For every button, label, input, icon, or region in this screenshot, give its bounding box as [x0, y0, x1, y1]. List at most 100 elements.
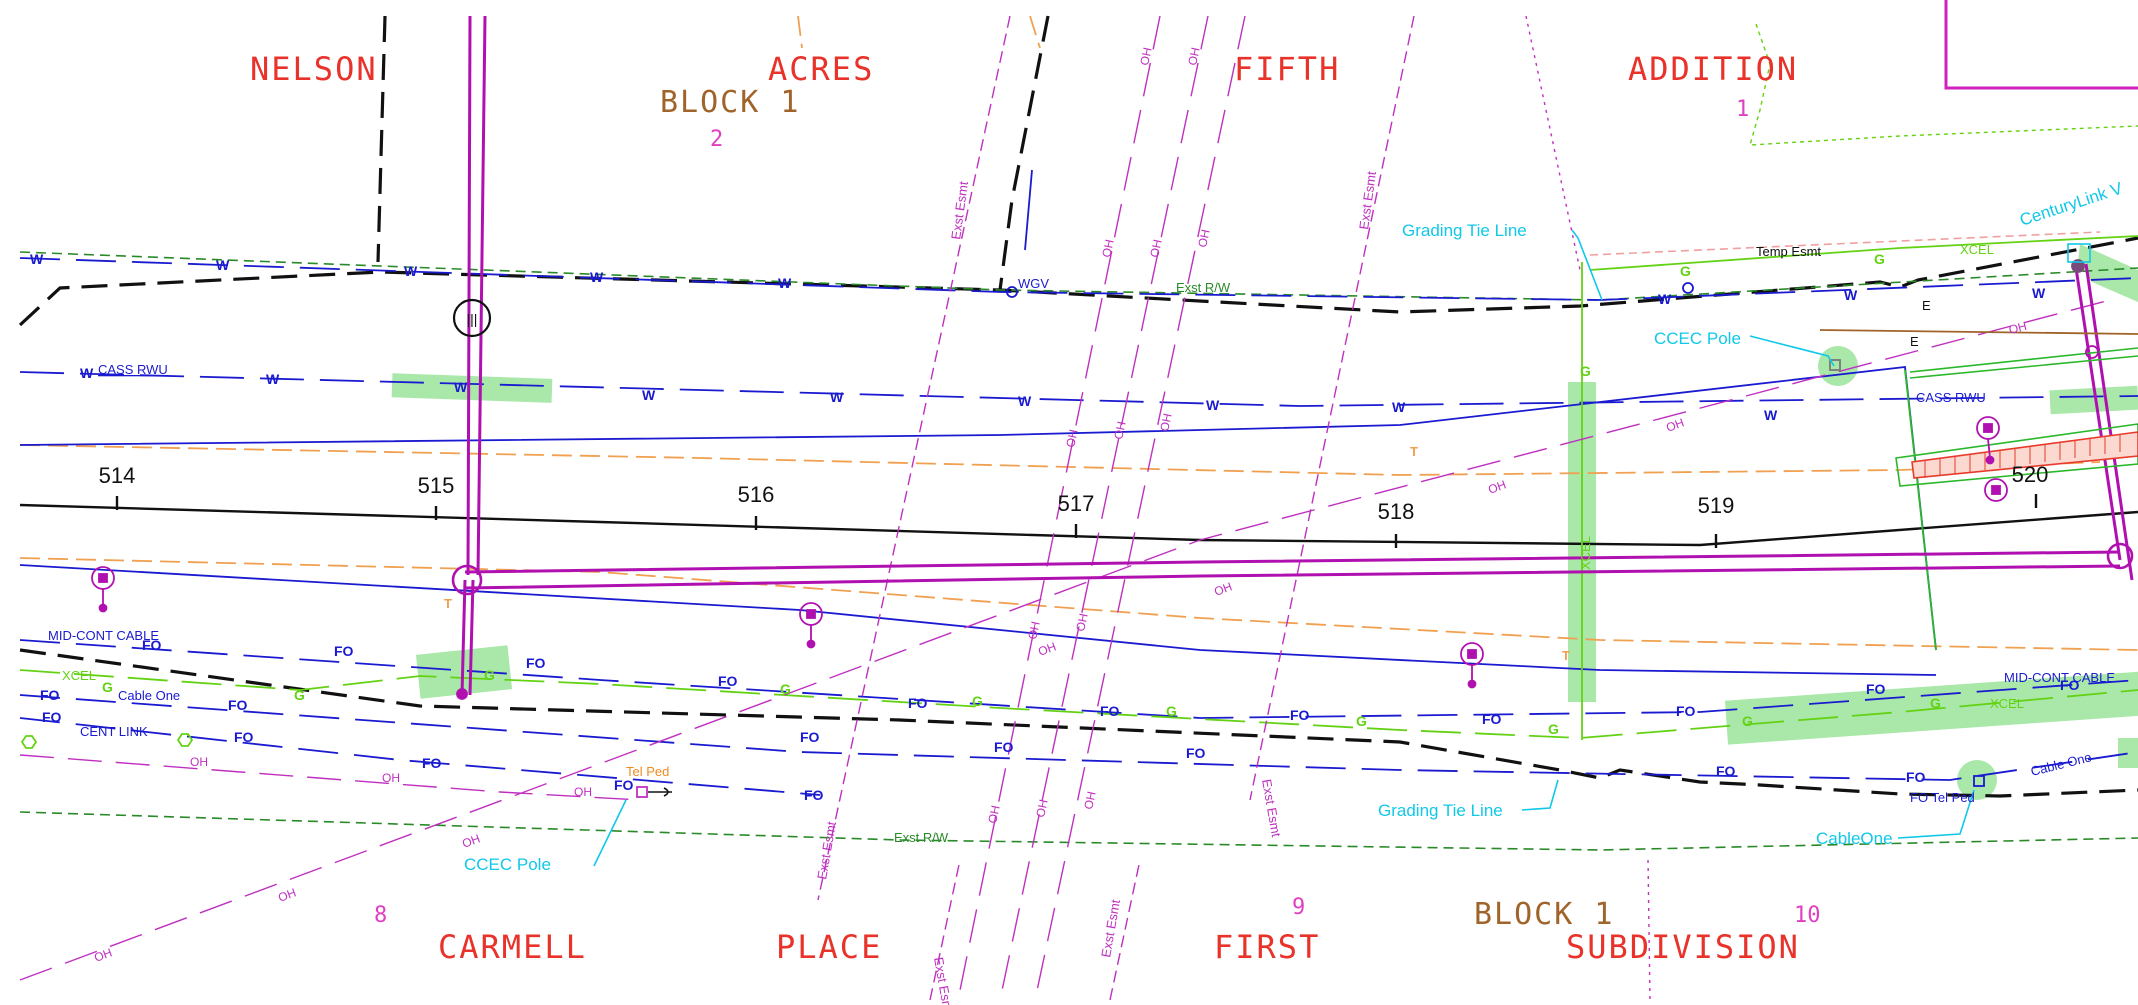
w-tag: W [2032, 285, 2046, 301]
fo-tag: FO [1906, 769, 1926, 785]
w-tag: W [1206, 397, 1220, 413]
leader-ccec-top [1749, 335, 1835, 367]
lot-number-8: 8 [374, 903, 387, 928]
fo-tag: FO [718, 673, 738, 689]
label-mid-cont-right: MID-CONT CABLE [2004, 670, 2115, 685]
oh-tag: OH [1033, 798, 1050, 819]
label-cable-one-right: Cable One [2029, 749, 2093, 779]
label-xcel-left: XCEL [62, 668, 96, 683]
water-solid-lower [19, 564, 1937, 676]
light-pole-icon [91, 566, 115, 613]
w-tag: W [1844, 287, 1858, 303]
label-addition: ADDITION [1628, 50, 1798, 88]
oh-tag: OH [276, 886, 298, 905]
power-pole-icon [2085, 345, 2099, 359]
leader-cableone [1897, 789, 1975, 839]
tel-ped-icon [636, 786, 648, 798]
w-tag: W [778, 275, 792, 291]
oh-tag: OH [1025, 620, 1042, 641]
oh-tag: OH [1212, 580, 1234, 599]
w-tag: W [1018, 393, 1032, 409]
tree-symbol-icon [176, 733, 194, 747]
orange-line-lower [19, 557, 2138, 651]
highlight-cass-right [2049, 385, 2138, 415]
label-mid-cont-left: MID-CONT CABLE [48, 628, 159, 643]
callout-leaders [593, 229, 2091, 867]
label-acres: ACRES [768, 50, 874, 88]
exst-esmt-line-d [1109, 859, 1141, 1001]
blue-lines [19, 169, 2138, 796]
callout-cableone: CableOne [1816, 829, 1893, 848]
oh-tag: OH [1111, 420, 1128, 441]
fo-tag: FO [526, 655, 546, 671]
g-tag: G [1166, 703, 1177, 719]
temp-esmt-line [1589, 231, 2101, 256]
leader-ccec-bottom [593, 799, 627, 867]
oh-diagonal [19, 299, 2111, 981]
w-tag: W [404, 263, 418, 279]
water-valve-small-icon [1682, 282, 1694, 294]
row-lines-green [19, 251, 2138, 851]
pipe-junction-icon [451, 564, 483, 596]
oh-tag: OH [1036, 640, 1058, 659]
water-line-top [19, 257, 2138, 301]
exst-rw-bottom-line [19, 811, 2138, 851]
label-e: E [1922, 298, 1931, 313]
water-tags: W W W W W W W W W W W W W W W W W [30, 251, 2046, 423]
lot-number-1: 1 [1736, 97, 1749, 122]
oh-tag: OH [1063, 428, 1080, 449]
pole-end-icon [456, 688, 468, 700]
tree-symbol-icon [20, 735, 38, 749]
fo-tel-ped-icon [1973, 775, 1985, 787]
valve-glyph: ||| [467, 311, 478, 327]
t-tag: T [1562, 648, 1570, 663]
callout-ccec-pole-top: CCEC Pole [1654, 329, 1741, 348]
boundary-lines [18, 15, 2138, 798]
green-box-top-b [1909, 355, 2138, 379]
w-tag: W [30, 251, 44, 267]
oh-tag: OH [1157, 412, 1174, 433]
w-tag: W [266, 371, 280, 387]
fo-tag: FO [422, 755, 442, 771]
telecom-tags: T T T [444, 444, 1570, 663]
callout-grading-tie-bottom: Grading Tie Line [1378, 801, 1503, 820]
pipe-horizontal-a [464, 550, 2121, 574]
label-wgv: WGV [1018, 276, 1049, 291]
mid-cont-cable-line [19, 639, 2138, 719]
label-block-top: BLOCK 1 [660, 85, 800, 120]
oh-tag: OH [190, 755, 208, 769]
label-exst-esmt: Exst Esmt [1098, 898, 1123, 959]
lot-numbers: 2 1 8 9 10 [374, 97, 1821, 928]
label-e: E [1910, 334, 1919, 349]
highlight-corner-top [2078, 244, 2138, 302]
label-cass-rwu-right: CASS RWU [1916, 390, 1986, 405]
cent-link-line [19, 717, 821, 796]
leader-grading-bottom [1521, 779, 1559, 811]
orange-line-top-a [797, 15, 803, 49]
fo-tag: FO [994, 739, 1014, 755]
magenta-box [1944, 0, 2138, 90]
brown-line [1819, 329, 2138, 335]
fo-tag: FO [142, 637, 162, 653]
label-subdivision: SUBDIVISION [1566, 928, 1800, 966]
lot-number-10: 10 [1794, 903, 1821, 928]
cass-rwu-line [19, 371, 2138, 407]
station-517: 517 [1058, 491, 1095, 516]
tel-ped-arrowhead [663, 787, 669, 797]
oh-tag: OH [460, 832, 482, 851]
w-tag: W [1658, 291, 1672, 307]
oh-tag: OH [2007, 319, 2028, 337]
oh-tag: OH [1081, 790, 1098, 811]
fo-tag: FO [40, 687, 60, 703]
cable-one-line [19, 694, 2138, 781]
label-cass-rwu-left: CASS RWU [98, 362, 168, 377]
pipe-vertical-lower-a [460, 579, 467, 696]
label-block-bottom: BLOCK 1 [1474, 897, 1614, 932]
overhead-lines [19, 15, 2111, 1001]
block-lettering: BLOCK 1 BLOCK 1 [660, 85, 1614, 932]
fo-tag: FO [228, 697, 248, 713]
callout-grading-tie-top: Grading Tie Line [1402, 221, 1527, 240]
label-exst-esmt: Exst Esmt [814, 820, 839, 881]
g-tag: G [1548, 721, 1559, 737]
oh-tag: OH [1073, 612, 1090, 633]
